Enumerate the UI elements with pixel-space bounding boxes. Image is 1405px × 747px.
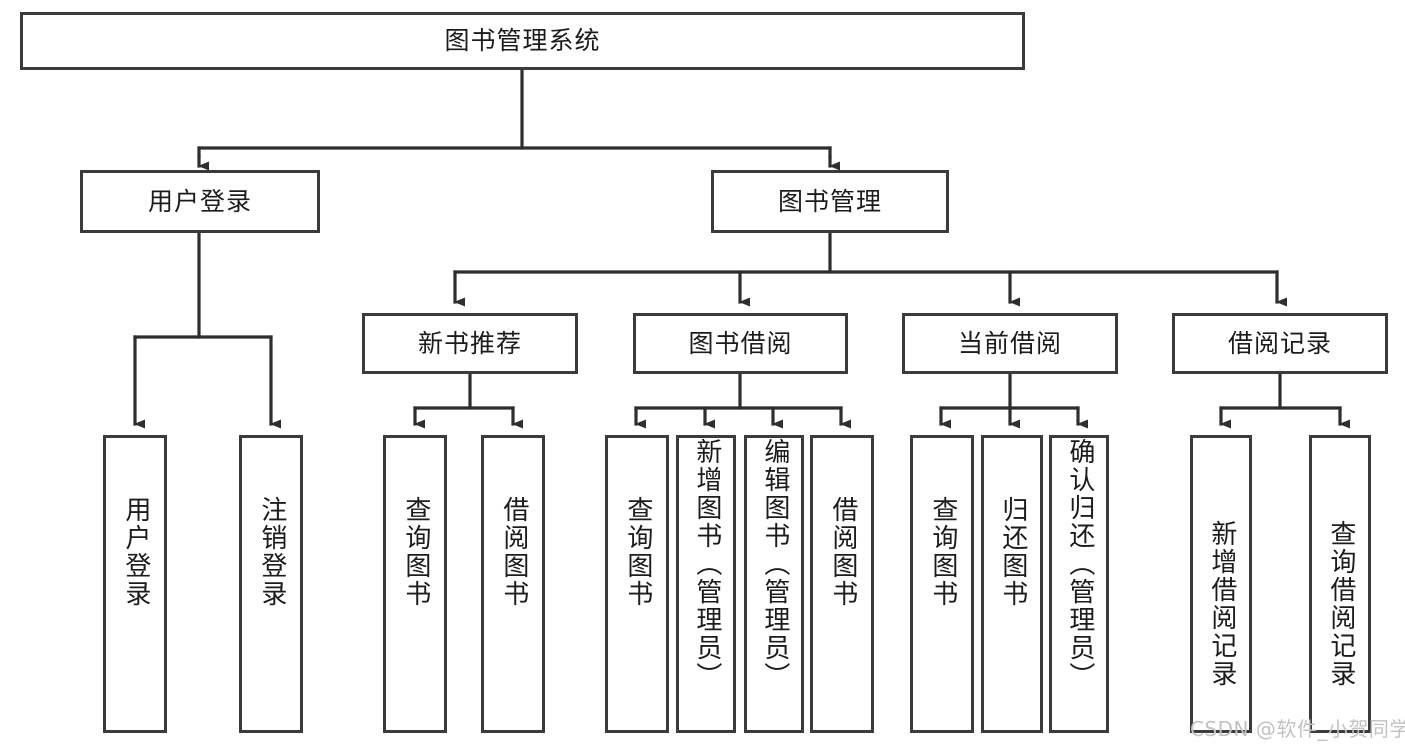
csdn-watermark: CSDN @软件_小贺同学 bbox=[1190, 717, 1405, 741]
leaf-add-book[interactable]: 新增图书（管理员） bbox=[676, 435, 736, 733]
leaf-logout-login-label: 注销登录 bbox=[256, 496, 287, 608]
leaf-user-login-label: 用户登录 bbox=[120, 496, 151, 608]
node-root-label: 图书管理系统 bbox=[444, 26, 601, 56]
leaf-borrow-book-1-label: 借阅图书 bbox=[498, 496, 529, 608]
node-current-borrow-label: 当前借阅 bbox=[957, 328, 1062, 358]
node-user-login[interactable]: 用户登录 bbox=[80, 170, 320, 233]
leaf-borrow-book-2-label: 借阅图书 bbox=[827, 496, 858, 608]
node-borrow-record-label: 借阅记录 bbox=[1227, 328, 1332, 358]
leaf-return-book[interactable]: 归还图书 bbox=[981, 435, 1043, 733]
leaf-logout-login[interactable]: 注销登录 bbox=[239, 435, 303, 733]
leaf-query-book-2[interactable]: 查询图书 bbox=[605, 435, 669, 733]
node-new-book-rec[interactable]: 新书推荐 bbox=[362, 313, 578, 374]
leaf-user-login[interactable]: 用户登录 bbox=[103, 435, 167, 733]
leaf-borrow-book-1[interactable]: 借阅图书 bbox=[481, 435, 545, 733]
node-user-login-label: 用户登录 bbox=[147, 186, 252, 216]
leaf-query-record-label: 查询借阅记录 bbox=[1325, 520, 1356, 688]
leaf-add-record-label: 新增借阅记录 bbox=[1206, 520, 1237, 688]
leaf-query-record[interactable]: 查询借阅记录 bbox=[1309, 435, 1371, 733]
leaf-borrow-book-2[interactable]: 借阅图书 bbox=[810, 435, 874, 733]
leaf-query-book-3[interactable]: 查询图书 bbox=[910, 435, 974, 733]
leaf-edit-book[interactable]: 编辑图书（管理员） bbox=[744, 435, 804, 733]
node-current-borrow[interactable]: 当前借阅 bbox=[902, 313, 1118, 374]
node-root[interactable]: 图书管理系统 bbox=[20, 12, 1025, 70]
leaf-query-book-2-label: 查询图书 bbox=[622, 496, 653, 608]
node-book-borrow[interactable]: 图书借阅 bbox=[633, 313, 848, 374]
leaf-add-record[interactable]: 新增借阅记录 bbox=[1190, 435, 1252, 733]
leaf-edit-book-label: 编辑图书（管理员） bbox=[759, 438, 790, 690]
node-book-manage[interactable]: 图书管理 bbox=[711, 170, 949, 233]
leaf-add-book-label: 新增图书（管理员） bbox=[691, 438, 722, 690]
node-new-book-rec-label: 新书推荐 bbox=[417, 328, 522, 358]
leaf-query-book-1[interactable]: 查询图书 bbox=[383, 435, 447, 733]
leaf-confirm-return[interactable]: 确认归还（管理员） bbox=[1049, 435, 1109, 733]
node-borrow-record[interactable]: 借阅记录 bbox=[1172, 313, 1388, 374]
leaf-query-book-3-label: 查询图书 bbox=[927, 496, 958, 608]
node-book-borrow-label: 图书借阅 bbox=[688, 328, 793, 358]
node-book-manage-label: 图书管理 bbox=[777, 186, 882, 216]
leaf-return-book-label: 归还图书 bbox=[997, 496, 1028, 608]
leaf-confirm-return-label: 确认归还（管理员） bbox=[1064, 438, 1095, 690]
leaf-query-book-1-label: 查询图书 bbox=[400, 496, 431, 608]
